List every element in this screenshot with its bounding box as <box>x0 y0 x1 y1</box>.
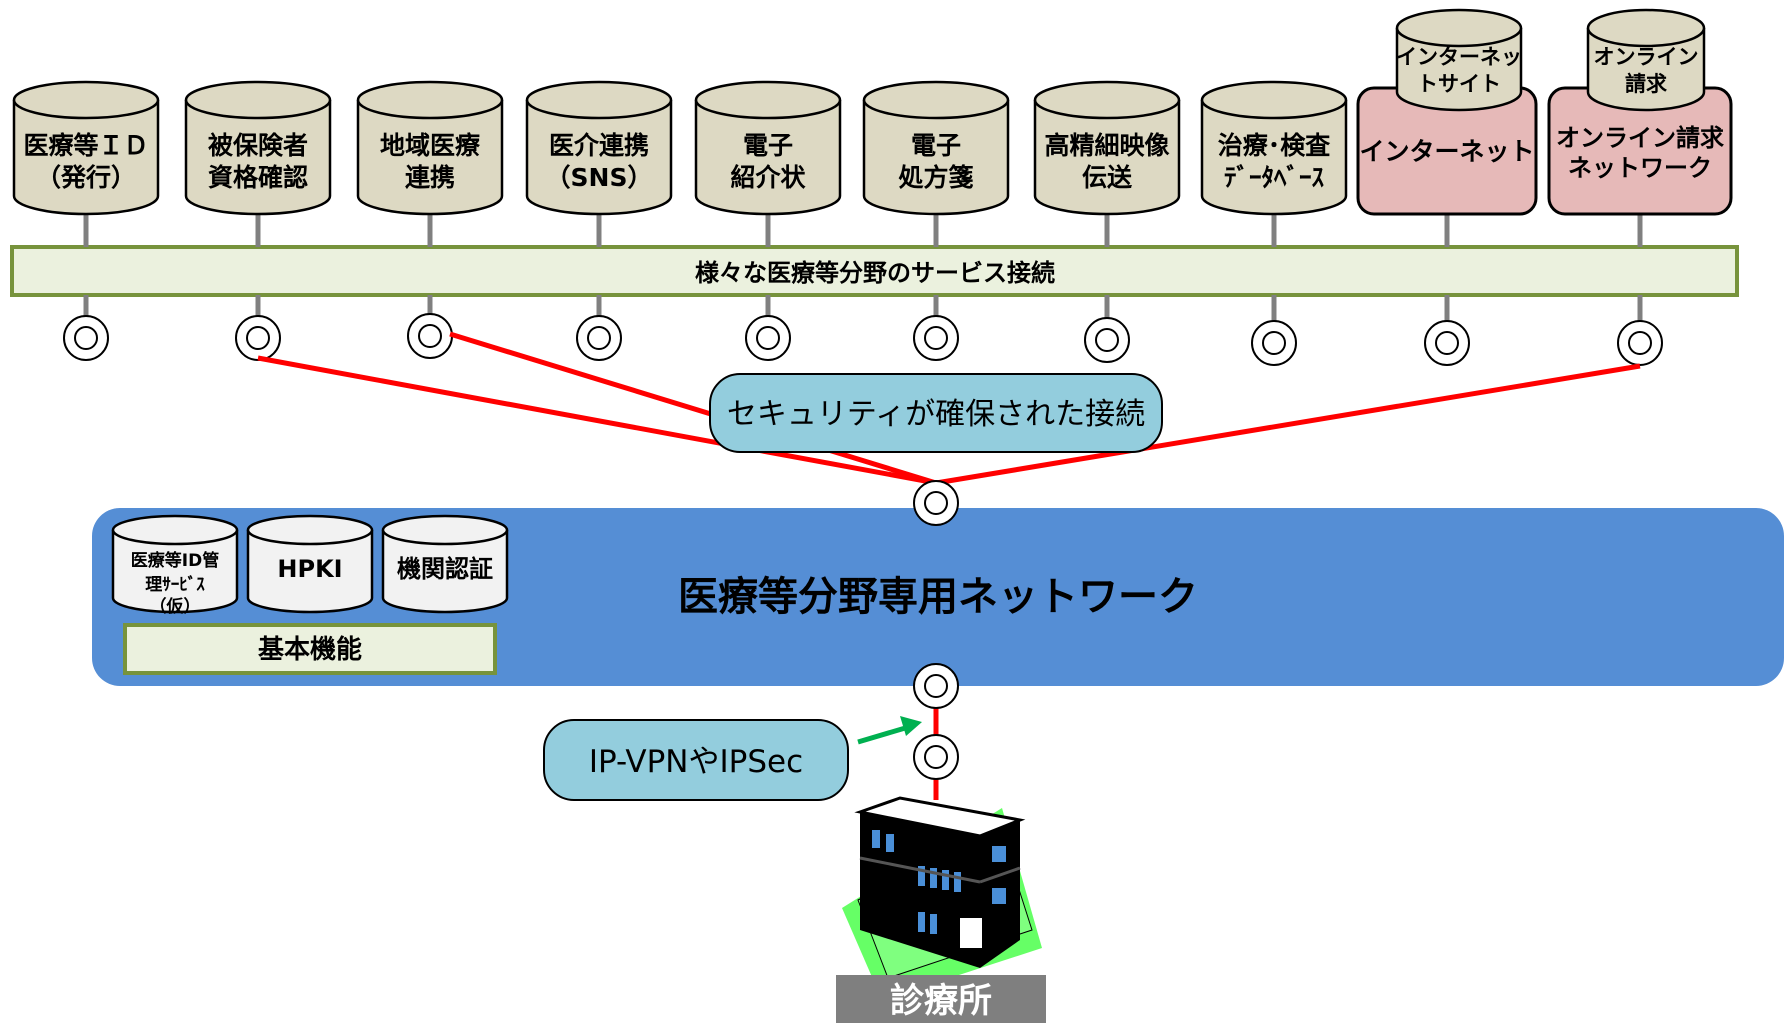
service-cylinder <box>184 100 332 216</box>
basic-item-1-line-2: 理ｻｰﾋﾞｽ <box>145 574 205 595</box>
online-claim-top-label-1: オンライン <box>1594 45 1699 69</box>
online-claim-cylinder: オンライン 請求 <box>1586 8 1706 112</box>
service-cylinder <box>694 100 842 216</box>
internet-site-label-1: インターネッ <box>1396 45 1522 69</box>
medical-network-area <box>92 508 1784 686</box>
basic-item-1-line-1: 医療等ID管 <box>131 550 219 571</box>
clinic-label-box <box>836 975 1046 1023</box>
service-label-line-2: 連携 <box>405 163 455 192</box>
basic-hpki-cylinder: HPKI <box>246 514 374 614</box>
internet-node: インターネット インターネッ トサイト <box>1356 8 1538 366</box>
service-label-line-1: 電子 <box>911 131 961 160</box>
service-cylinder <box>1033 100 1181 216</box>
basic-functions-bar <box>123 623 497 675</box>
service-label-line-2: 紹介状 <box>730 163 806 192</box>
services-layer: 医療等ＩＤ（発行）被保険者資格確認地域医療連携医介連携（SNS）電子紹介状電子処… <box>12 80 1348 366</box>
basic-functions-group: 医療等ID管 理ｻｰﾋﾞｽ （仮） HPKI 機関認証 基本機能 <box>111 514 509 675</box>
security-callout: セキュリティが確保された接続 <box>709 373 1163 453</box>
service-label-line-2: （発行） <box>36 163 136 192</box>
service-bus-label: 様々な医療等分野のサービス接続 <box>695 259 1055 287</box>
service-node: 医療等ＩＤ （発行） <box>12 80 160 361</box>
basic-item-2-label: HPKI <box>277 555 342 583</box>
basic-functions-label: 基本機能 <box>258 634 362 665</box>
basic-item-3-label: 機関認証 <box>397 555 493 583</box>
service-cylinder <box>12 100 160 216</box>
internet-site-cylinder: インターネッ トサイト <box>1395 8 1523 112</box>
service-label-line-2: 伝送 <box>1082 163 1132 192</box>
basic-id-management-cylinder: 医療等ID管 理ｻｰﾋﾞｽ （仮） <box>111 514 239 617</box>
service-label-line-2: 処方箋 <box>898 163 973 192</box>
internet-box-label: インターネット <box>1359 137 1534 166</box>
service-label-line-1: 医介連携 <box>549 131 649 160</box>
service-cylinder <box>525 100 673 216</box>
service-label-line-2: 資格確認 <box>208 163 308 192</box>
online-claim-top-label-2: 請求 <box>1625 72 1667 96</box>
service-cylinder <box>356 100 504 216</box>
service-label-line-1: 高精細映像 <box>1044 131 1169 160</box>
vpn-callout: IP-VPNやIPSec <box>543 719 849 801</box>
service-label-line-1: 治療･検査 <box>1218 131 1331 160</box>
service-node: 治療･検査 ﾃﾞｰﾀﾍﾞｰｽ <box>1200 80 1348 366</box>
secure-connection-lines <box>257 331 1641 486</box>
service-label-line-2: （SNS） <box>546 163 653 192</box>
service-cylinder <box>1200 100 1348 216</box>
online-claim-box-label-2: ネットワーク <box>1568 154 1712 182</box>
service-label-line-1: 電子 <box>743 131 793 160</box>
medical-network-title: 医療等分野専用ネットワーク <box>678 574 1198 620</box>
service-bus-bar <box>10 245 1739 297</box>
service-label-line-1: 地域医療 <box>380 131 480 160</box>
basic-item-1-line-3: （仮） <box>150 596 201 617</box>
service-cylinder <box>862 100 1010 216</box>
online-claim-box-label-1: オンライン請求 <box>1556 124 1724 152</box>
vpn-arrow <box>857 716 922 745</box>
secure-line-online-claim <box>935 363 1641 486</box>
secure-line-insurance <box>257 355 937 486</box>
service-label-line-1: 医療等ＩＤ <box>23 131 148 160</box>
service-label-line-2: ﾃﾞｰﾀﾍﾞｰｽ <box>1224 163 1325 192</box>
clinic-building-icon <box>842 796 1042 1000</box>
online-claim-node: オンライン請求 ネットワーク オンライン 請求 <box>1547 8 1733 366</box>
basic-auth-cylinder: 機関認証 <box>381 514 509 614</box>
secure-line-regional <box>449 331 937 486</box>
service-node: 医介連携 （SNS） <box>525 80 673 361</box>
clinic-label: 診療所 <box>890 981 992 1021</box>
security-callout-text: セキュリティが確保された接続 <box>727 397 1145 432</box>
internet-site-label-2: トサイト <box>1417 72 1501 96</box>
vpn-callout-text: IP-VPNやIPSec <box>589 744 803 780</box>
service-label-line-1: 被保険者 <box>208 131 308 160</box>
